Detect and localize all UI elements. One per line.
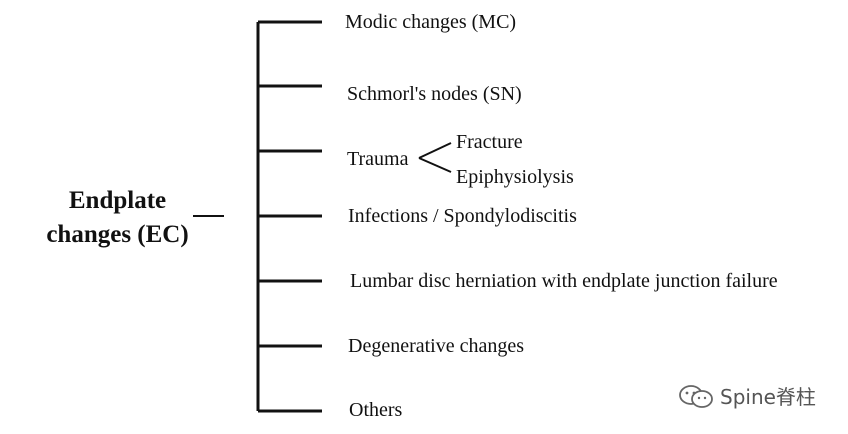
branch-label-schmorl: Schmorl's nodes (SN) [347,83,522,105]
root-label-line1: Endplate [68,187,167,214]
watermark-text: Spine脊柱 [720,385,816,409]
branch-label-modic: Modic changes (MC) [345,11,517,33]
watermark: Spine脊柱 [676,381,816,410]
trauma-fracture-connector [418,142,452,159]
wechat-icon [679,384,713,408]
branch-label-trauma: Trauma [347,148,409,170]
branch-label-others: Others [349,399,403,421]
root-node-label: Endplate changes (EC) [30,184,205,252]
root-label-line2: changes (EC) [46,221,189,248]
trauma-epiphysiolysis-connector [418,157,452,173]
sub-label-fracture: Fracture [456,131,523,153]
branch-label-infections: Infections / Spondylodiscitis [348,205,577,227]
branch-label-degenerative: Degenerative changes [348,335,525,357]
branch-label-lumbar: Lumbar disc herniation with endplate jun… [350,270,778,292]
sub-label-epiphysiolysis: Epiphysiolysis [456,166,574,188]
